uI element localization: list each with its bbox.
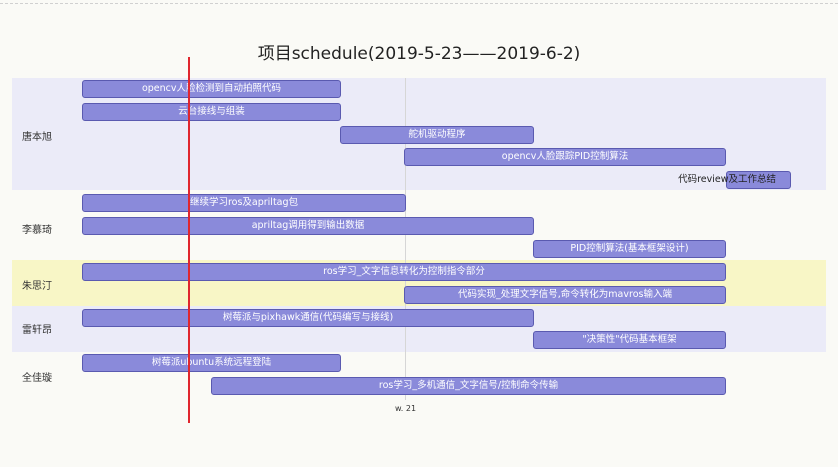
row-label-5: 全佳璇 [22,373,52,384]
task-bar[interactable]: ros学习_多机通信_文字信号/控制命令传输 [211,377,726,395]
chart-title: 项目schedule(2019-5-23——2019-6-2) [257,44,581,64]
today-marker-line [188,57,190,423]
task-bar[interactable]: "决策性"代码基本框架 [533,331,726,349]
task-bar[interactable]: 继续学习ros及apriltag包 [82,194,406,212]
task-bar[interactable]: ros学习_文字信息转化为控制指令部分 [82,263,726,281]
task-bar-label: 代码review及工作总结 [678,174,776,185]
task-bar[interactable]: apriltag调用得到输出数据 [82,217,534,235]
task-bar[interactable]: opencv人脸跟踪PID控制算法 [404,148,726,166]
task-bar[interactable]: 代码review及工作总结 [678,171,791,189]
row-label-3: 朱思汀 [22,281,52,292]
task-bar[interactable]: PID控制算法(基本框架设计) [533,240,726,258]
row-label-1: 唐本旭 [22,132,52,143]
top-divider [0,3,838,4]
task-bar[interactable]: opencv人脸检测到自动拍照代码 [82,80,341,98]
week-gridline [405,78,406,400]
task-bar[interactable]: 树莓派ubuntu系统远程登陆 [82,354,341,372]
task-bar[interactable]: 树莓派与pixhawk通信(代码编写与接线) [82,309,534,327]
row-label-4: 雷轩昂 [22,325,52,336]
row-label-2: 李慕琦 [22,225,52,236]
task-bar[interactable]: 舵机驱动程序 [340,126,534,144]
task-bar[interactable]: 云台接线与组装 [82,103,341,121]
week-axis-label: w. 21 [395,404,417,413]
task-bar[interactable]: 代码实现_处理文字信号,命令转化为mavros输入端 [404,286,726,304]
